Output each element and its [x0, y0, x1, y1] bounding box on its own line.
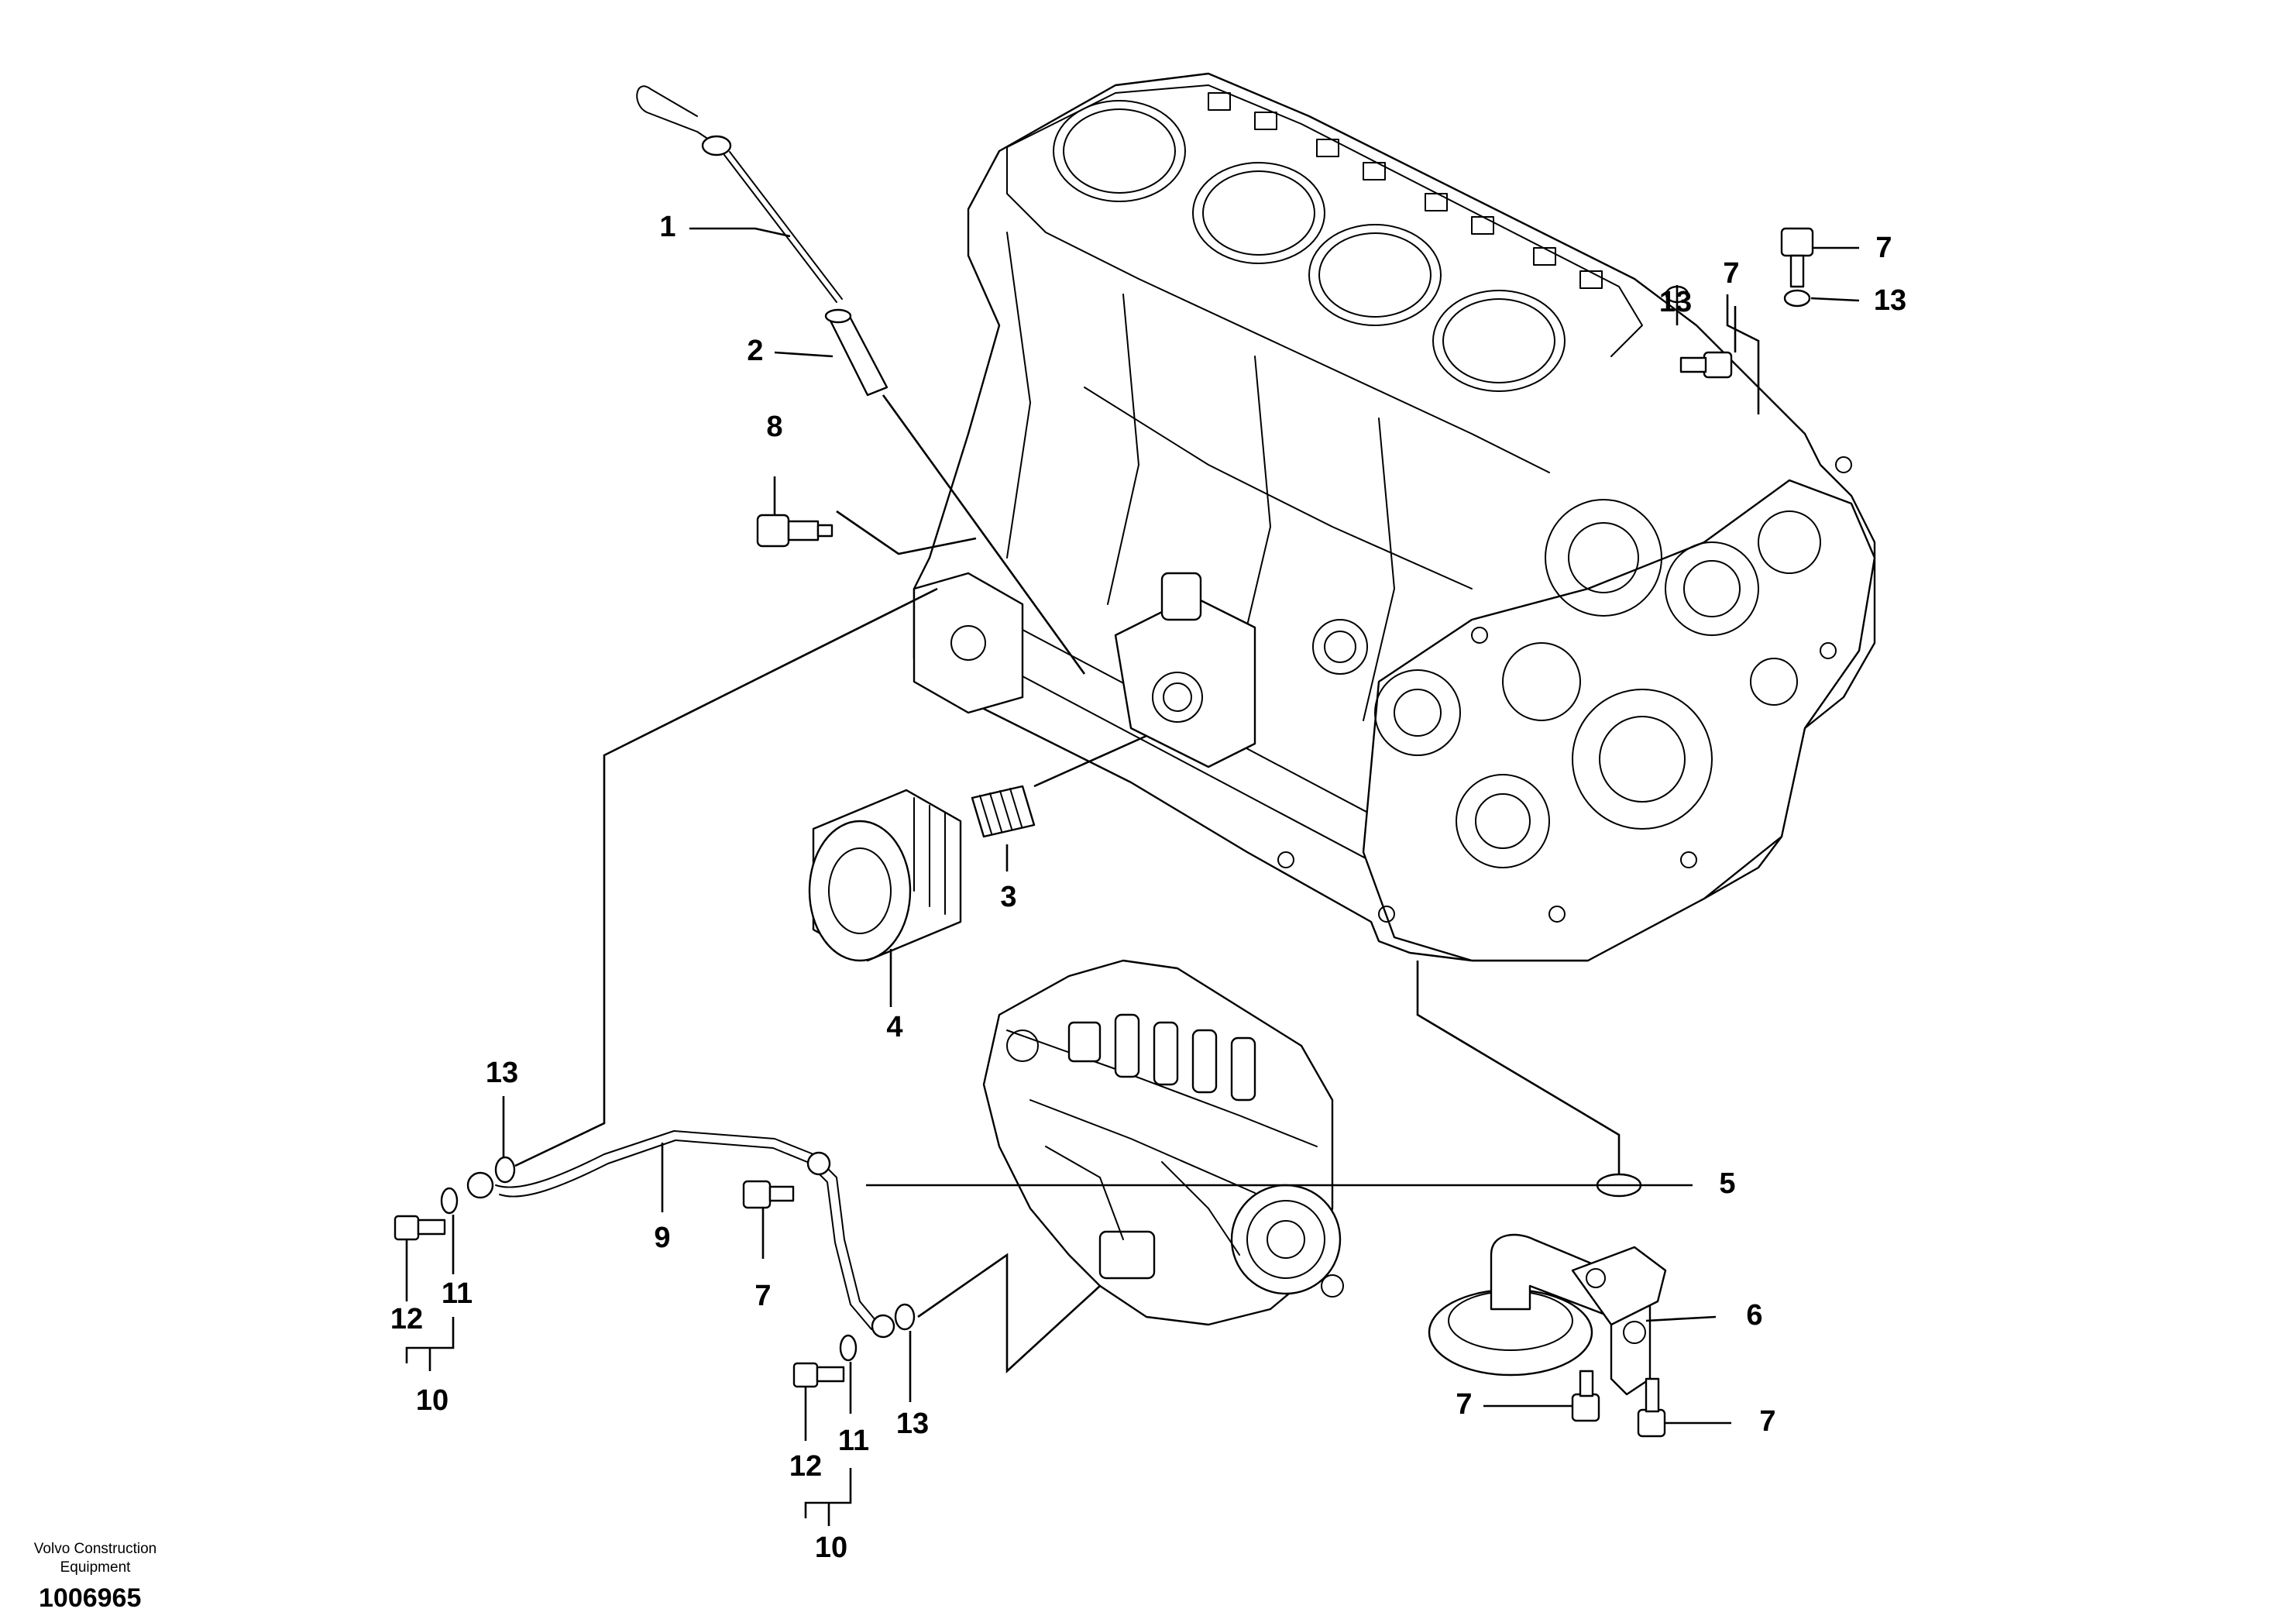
- sealing-washer: [494, 1156, 516, 1184]
- sealing-washer: [839, 1334, 858, 1362]
- callout-1: 1: [659, 211, 675, 243]
- brand-line-1: Volvo Construction: [33, 1541, 157, 1557]
- callout-labels: 1 2 8 3 4 13 9 7 12 11 10 12 11 10 13 5 …: [390, 211, 1906, 1564]
- callout-3: 3: [1000, 881, 1016, 913]
- callout-7: 7: [1456, 1388, 1472, 1421]
- dipstick-guide: [824, 308, 888, 397]
- oil-filter: [808, 789, 962, 962]
- engine-block: [913, 72, 1876, 962]
- brand-label: Volvo Construction Equipment: [14, 1540, 177, 1577]
- sealing-washer: [440, 1187, 459, 1215]
- banjo-bolt: [792, 1362, 845, 1388]
- oil-pipe: [466, 1130, 895, 1339]
- drawing-number: 1006965: [39, 1583, 142, 1613]
- callout-10: 10: [815, 1531, 847, 1564]
- injection-pump: [982, 959, 1344, 1326]
- callout-4: 4: [886, 1011, 902, 1043]
- brand-line-2: Equipment: [60, 1559, 131, 1576]
- callout-10: 10: [416, 1384, 449, 1417]
- bolt: [1780, 227, 1814, 288]
- oil-pressure-switch: [756, 514, 834, 548]
- leader-lines: [405, 227, 1860, 1526]
- sealing-washer: [1783, 289, 1811, 308]
- callout-13: 13: [896, 1408, 929, 1440]
- callout-7: 7: [1759, 1405, 1775, 1438]
- callout-13: 13: [1874, 284, 1906, 317]
- bolt: [1571, 1370, 1600, 1422]
- callout-8: 8: [766, 411, 782, 443]
- callout-12: 12: [390, 1303, 423, 1335]
- bolt: [1637, 1377, 1666, 1438]
- sealing-washer: [894, 1303, 916, 1331]
- callout-13: 13: [486, 1057, 518, 1089]
- callout-6: 6: [1746, 1299, 1762, 1332]
- dipstick: [636, 85, 843, 303]
- callout-9: 9: [654, 1222, 670, 1254]
- callout-5: 5: [1719, 1167, 1735, 1200]
- threaded-nipple: [971, 785, 1036, 838]
- banjo-bolt: [394, 1215, 446, 1241]
- callout-7: 7: [754, 1280, 771, 1312]
- callout-13: 13: [1659, 286, 1692, 318]
- bolt: [1679, 351, 1733, 379]
- callout-7: 7: [1875, 232, 1892, 264]
- callout-7: 7: [1723, 257, 1739, 290]
- oil-strainer: [1428, 1233, 1667, 1396]
- callout-2: 2: [747, 335, 763, 367]
- callout-12: 12: [789, 1450, 822, 1483]
- bolt: [742, 1180, 795, 1209]
- callout-11: 11: [838, 1425, 869, 1457]
- callout-11: 11: [442, 1277, 473, 1310]
